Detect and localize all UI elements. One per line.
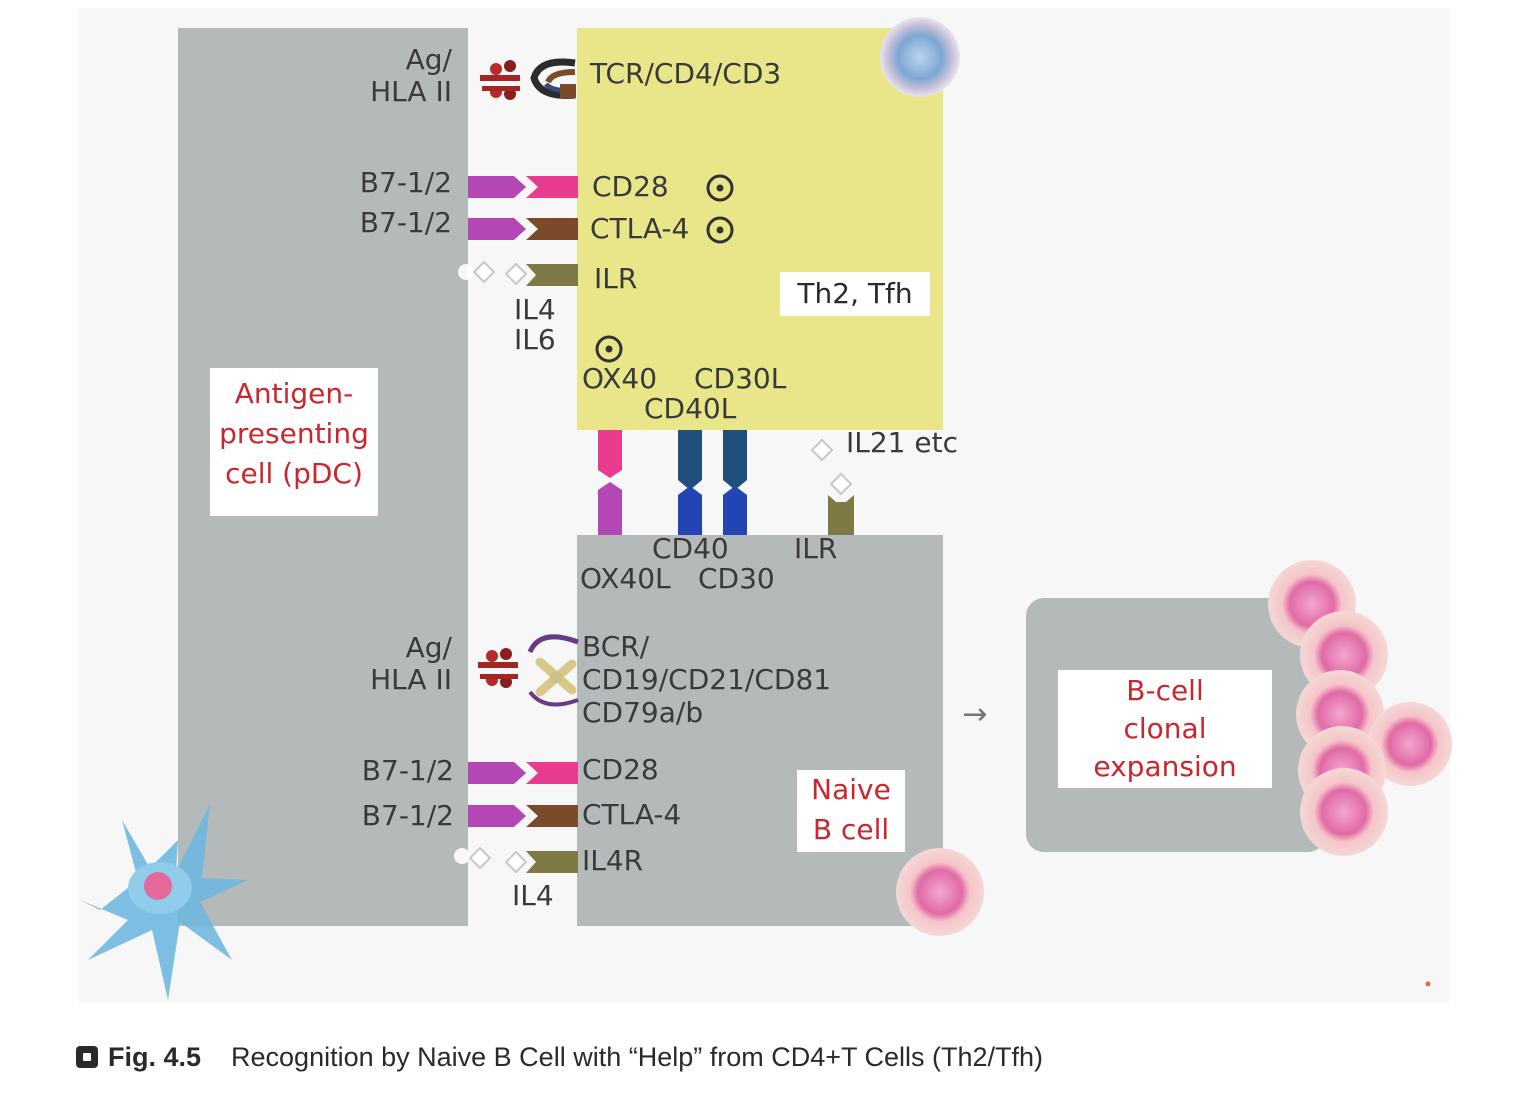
apc-line-1: Antigen-: [234, 377, 354, 410]
signal-dot-ox40: [595, 335, 623, 363]
naive-line-1: Naive: [811, 773, 891, 806]
bcr-line-2: CD19/CD21/CD81: [582, 663, 832, 696]
b7-label-top-2: B7-1/2: [359, 206, 452, 239]
il21-label: IL21 etc: [846, 426, 958, 459]
bcr-label: BCR/ CD19/CD21/CD81 CD79a/b: [582, 630, 831, 729]
tcr-label: TCR/CD4/CD3: [590, 57, 782, 90]
caption-marker-icon: [76, 1046, 98, 1068]
naive-line-2: B cell: [812, 813, 890, 846]
il4-label-top: IL4: [514, 293, 556, 326]
ctla4-label-top: CTLA-4: [590, 212, 690, 245]
stray-dot: [1425, 981, 1431, 987]
il4r-label: IL4R: [582, 844, 644, 877]
cd30l-label: CD30L: [694, 362, 787, 395]
bcr-line-1: BCR/: [582, 630, 650, 663]
figure-caption: Fig. 4.5 Recognition by Naive B Cell with…: [76, 1042, 1043, 1073]
ctla4-label-bottom: CTLA-4: [582, 798, 682, 831]
b7-label-top-1: B7-1/2: [359, 166, 452, 199]
ox40-ox40l-pair: [598, 430, 622, 535]
hla-label-bottom: HLA II: [370, 663, 452, 697]
b7-label-bottom-2: B7-1/2: [361, 799, 454, 832]
tcr-complex-icon: [530, 58, 576, 99]
b7-label-bottom-1: B7-1/2: [361, 754, 454, 787]
hla-label: HLA II: [370, 75, 452, 109]
caption-text: Recognition by Naive B Cell with “Help” …: [231, 1042, 1044, 1072]
ilr-label-top: ILR: [594, 262, 638, 295]
b7-ctla4-pair-bottom: [468, 805, 578, 827]
ox40-label: OX40: [582, 362, 658, 395]
ag-hla-molecule-top: [480, 60, 520, 100]
clonal-expansion-box: B-cell clonal expansion: [1058, 670, 1272, 788]
b7-ctla4-pair-top: [468, 218, 578, 240]
naive-b-cell-icon: [896, 848, 984, 936]
cd30-label: CD30: [698, 562, 775, 595]
ag-label-bottom: Ag/: [405, 631, 452, 664]
il-ilr-pair-top: [458, 260, 578, 286]
ag-label: Ag/: [405, 43, 452, 76]
signal-dot-cd28: [706, 174, 734, 202]
signal-dot-ctla4: [706, 216, 734, 244]
b-cell-body: [577, 535, 943, 926]
apc-line-2: presenting: [219, 417, 369, 450]
ag-hla-label-top: Ag/ HLA II: [362, 43, 452, 109]
cd30l-cd30-pair: [723, 430, 747, 535]
il4-label-bottom: IL4: [512, 879, 554, 912]
expansion-line-3: expansion: [1093, 750, 1237, 783]
expansion-line-2: clonal: [1123, 712, 1207, 745]
t-cell-body: [577, 28, 943, 430]
cd40-label: CD40: [652, 532, 729, 565]
ag-hla-label-bottom: Ag/ HLA II: [362, 631, 452, 697]
expansion-arrow: →: [962, 697, 987, 732]
cd40l-cd40-pair: [678, 430, 702, 535]
apc-line-3: cell (pDC): [225, 457, 363, 490]
dendritic-cell-icon: [80, 804, 248, 1000]
cd28-label-bottom: CD28: [582, 753, 659, 786]
il4-il4r-pair: [454, 846, 578, 874]
clonal-b-cells: [1268, 560, 1452, 856]
figure-number: Fig. 4.5: [108, 1042, 202, 1072]
il21-ilr-pair: [810, 438, 854, 535]
bcr-line-3: CD79a/b: [582, 696, 704, 729]
bcr-complex-icon: [527, 634, 579, 707]
ilr-label-middle: ILR: [794, 532, 838, 565]
cd40l-label: CD40L: [644, 392, 737, 425]
ox40l-label: OX40L: [580, 562, 671, 595]
il6-label: IL6: [514, 323, 556, 356]
naive-b-cell-box: Naive B cell: [797, 770, 905, 852]
ag-hla-molecule-bottom: [478, 648, 518, 688]
expansion-line-1: B-cell: [1126, 674, 1204, 707]
b7-cd28-pair-top: [468, 176, 578, 198]
th2-tfh-box: Th2, Tfh: [780, 272, 930, 316]
t-cell-icon: [880, 17, 960, 97]
cd28-label-top: CD28: [592, 170, 669, 203]
b7-cd28-pair-bottom: [468, 762, 578, 784]
apc-label-box: Antigen- presenting cell (pDC): [210, 368, 378, 516]
